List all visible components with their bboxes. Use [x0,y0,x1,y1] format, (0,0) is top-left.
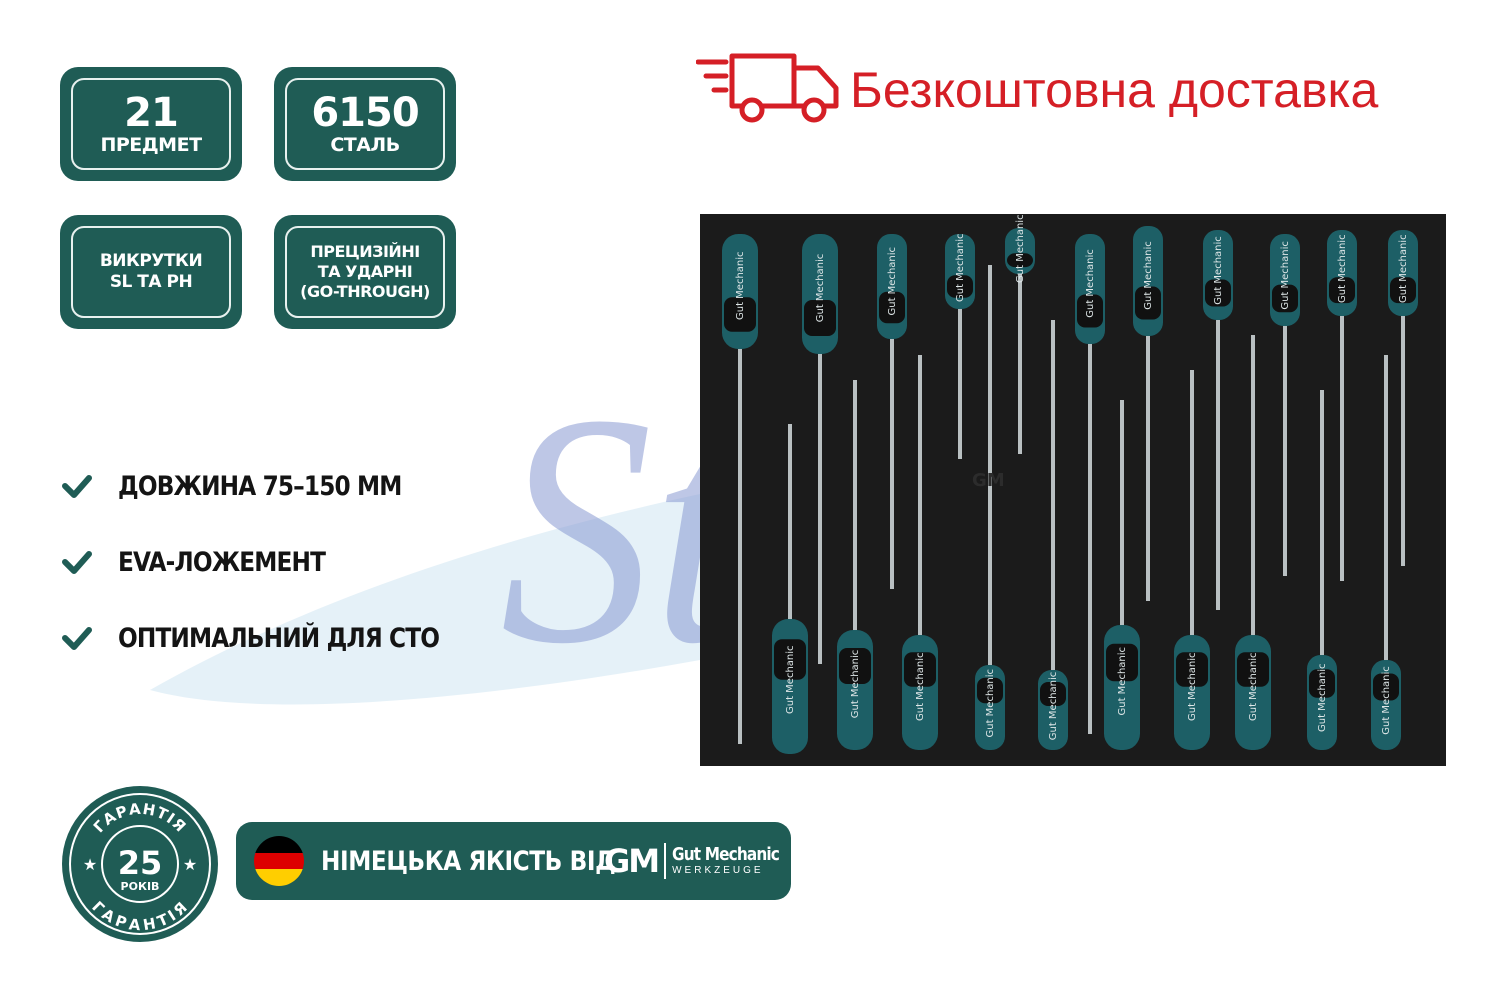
screwdriver-brand-label: Gut Mechanic [915,652,926,721]
screwdriver-brand-label: Gut Mechanic [735,251,746,320]
badge-precision-label: ПРЕЦИЗІЙНІ ТА УДАРНІ (GO-THROUGH) [300,242,430,301]
screwdriver-brand-label: Gut Mechanic [1280,241,1291,310]
screwdriver-tool: Gut Mechanic [975,265,1005,750]
screwdriver-tool: Gut Mechanic [1038,320,1068,750]
badge-steel-value: 6150 [311,90,419,136]
star-icon: ★ [83,857,97,874]
screwdriver-tool: Gut Mechanic [1388,230,1418,566]
check-icon [62,627,92,650]
screwdriver-tool: Gut Mechanic [1174,370,1210,750]
screwdriver-brand-label: Gut Mechanic [1248,652,1259,721]
screwdriver-brand-label: Gut Mechanic [785,645,796,714]
screwdriver-tool: Gut Mechanic [1235,335,1271,750]
screwdriver-tool: Gut Mechanic [1104,400,1140,750]
screwdriver-tool: Gut Mechanic [722,234,758,744]
badge-item-count-label: ПРЕДМЕТ [100,134,202,156]
screwdriver-brand-label: Gut Mechanic [1085,249,1096,318]
logo-sub: WERKZEUGE [672,865,764,876]
feature-eva-label: EVA-ЛОЖЕМЕНТ [118,546,326,578]
germany-flag-icon [254,836,304,886]
screwdriver-tool: Gut Mechanic [945,233,975,459]
screwdriver-tool: Gut Mechanic [1327,230,1357,581]
badge-item-count-value: 21 [124,90,179,136]
quality-text: НІМЕЦЬКА ЯКІСТЬ ВІД [321,846,616,877]
screwdriver-brand-label: Gut Mechanic [887,247,898,316]
screwdriver-brand-label: Gut Mechanic [1117,647,1128,716]
screwdriver-brand-label: Gut Mechanic [1143,241,1154,310]
screwdriver-tool: Gut Mechanic [837,380,873,750]
screwdriver-tool: Gut Mechanic [772,424,808,754]
gut-mechanic-logo: GM Gut Mechanic WERKZEUGE [604,842,798,880]
screwdriver-tool: Gut Mechanic [1307,390,1337,750]
badge-screwdriver-types-label: ВИКРУТКИ SL ТА PH [99,251,203,292]
free-delivery-text: Безкоштовна доставка [850,62,1379,118]
screwdriver-brand-label: Gut Mechanic [1187,652,1198,721]
screwdriver-brand-label: Gut Mechanic [1398,234,1409,303]
screwdriver-tool: Gut Mechanic [1270,234,1300,576]
screwdriver-tool: Gut Mechanic [1133,226,1163,601]
screwdriver-tool: Gut Mechanic [1005,214,1035,454]
star-icon: ★ [183,857,197,874]
screwdriver-brand-label: Gut Mechanic [815,254,826,323]
screwdriver-tool: Gut Mechanic [1371,355,1401,750]
check-icon [62,551,92,574]
screwdriver-tool: Gut Mechanic [1075,234,1105,734]
feature-service: ОПТИМАЛЬНИЙ ДЛЯ СТО [62,618,491,658]
screwdriver-brand-label: Gut Mechanic [1317,663,1328,732]
quality-banner [236,822,791,900]
tray-foam-logo: GM [972,470,1005,491]
screwdriver-brand-label: Gut Mechanic [1337,234,1348,303]
screwdriver-brand-label: Gut Mechanic [1015,214,1026,283]
badge-steel: 6150 СТАЛЬ [274,67,456,181]
screwdriver-tool: Gut Mechanic [802,234,838,664]
screwdriver-tool: Gut Mechanic [877,234,907,589]
feature-service-label: ОПТИМАЛЬНИЙ ДЛЯ СТО [118,622,440,654]
feature-eva: EVA-ЛОЖЕМЕНТ [62,542,359,582]
feature-length-label: ДОВЖИНА 75–150 ММ [118,470,402,502]
logo-mark: GM [604,842,660,880]
screwdriver-tool: Gut Mechanic [902,355,938,750]
screwdriver-tool: Gut Mechanic [1203,230,1233,610]
badge-precision: ПРЕЦИЗІЙНІ ТА УДАРНІ (GO-THROUGH) [274,215,456,329]
screwdriver-brand-label: Gut Mechanic [1213,236,1224,305]
screwdriver-brand-label: Gut Mechanic [985,669,996,738]
warranty-unit: РОКІВ [121,880,160,893]
badge-item-count: 21 ПРЕДМЕТ [60,67,242,181]
warranty-years: 25 [118,844,163,882]
feature-length: ДОВЖИНА 75–150 ММ [62,466,448,506]
screwdriver-brand-label: Gut Mechanic [955,233,966,302]
badge-steel-label: СТАЛЬ [330,134,400,156]
screwdriver-brand-label: Gut Mechanic [850,650,861,719]
warranty-seal: ГАРАНТІЯ ГАРАНТІЯ 25 РОКІВ ★ ★ [62,786,218,942]
screwdriver-brand-label: Gut Mechanic [1048,672,1059,741]
badge-screwdriver-types: ВИКРУТКИ SL ТА PH [60,215,242,329]
logo-brand: Gut Mechanic [672,844,780,865]
delivery-truck-icon [696,53,839,123]
screwdriver-brand-label: Gut Mechanic [1381,666,1392,735]
check-icon [62,475,92,498]
